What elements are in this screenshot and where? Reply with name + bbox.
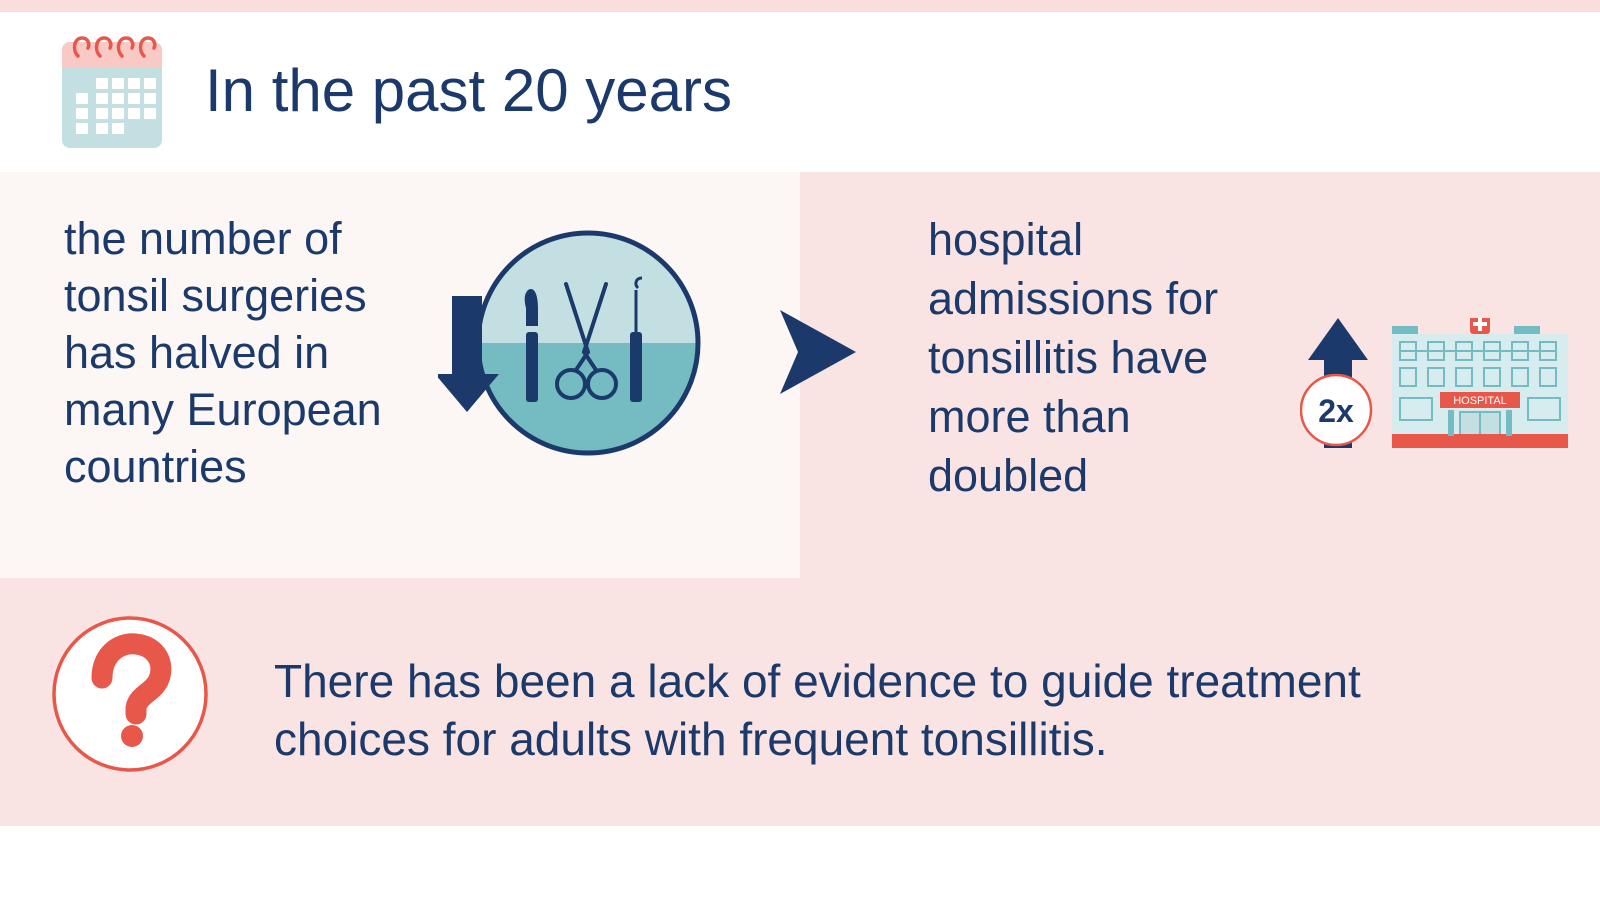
- arrow-right-icon: [780, 310, 856, 394]
- right-stat-line: more than: [928, 391, 1131, 442]
- header: [0, 12, 1600, 172]
- question-mark-icon: [52, 616, 208, 772]
- bottom-panel: [0, 578, 1600, 826]
- top-accent-strip: [0, 0, 1600, 12]
- right-stat-line: tonsillitis have: [928, 332, 1209, 383]
- conclusion-line: choices for adults with frequent tonsill…: [274, 713, 1108, 765]
- right-stat-line: hospital: [928, 214, 1084, 265]
- conclusion-line: There has been a lack of evidence to gui…: [274, 655, 1361, 707]
- left-stat-text: the number of tonsil surgeries has halve…: [64, 210, 424, 495]
- right-stat-line: doubled: [928, 450, 1089, 501]
- conclusion-text: There has been a lack of evidence to gui…: [274, 652, 1474, 768]
- hospital-sign: HOSPITAL: [1453, 395, 1507, 407]
- left-stat-line: many European: [64, 384, 382, 435]
- left-stat-line: tonsil surgeries: [64, 270, 367, 321]
- left-stat-line: has halved in: [64, 327, 330, 378]
- calendar-icon: [62, 36, 162, 148]
- left-stat-line: countries: [64, 441, 247, 492]
- right-stat-text: hospital admissions for tonsillitis have…: [928, 210, 1268, 505]
- right-stat-line: admissions for: [928, 273, 1219, 324]
- doubling-badge: 2x: [1318, 393, 1354, 429]
- surgical-tools-down-arrow-icon: [438, 230, 701, 456]
- hospital-up-arrow-icon: HOSPITAL 2x: [1300, 318, 1568, 448]
- left-stat-line: the number of: [64, 213, 342, 264]
- page-title: In the past 20 years: [205, 57, 732, 124]
